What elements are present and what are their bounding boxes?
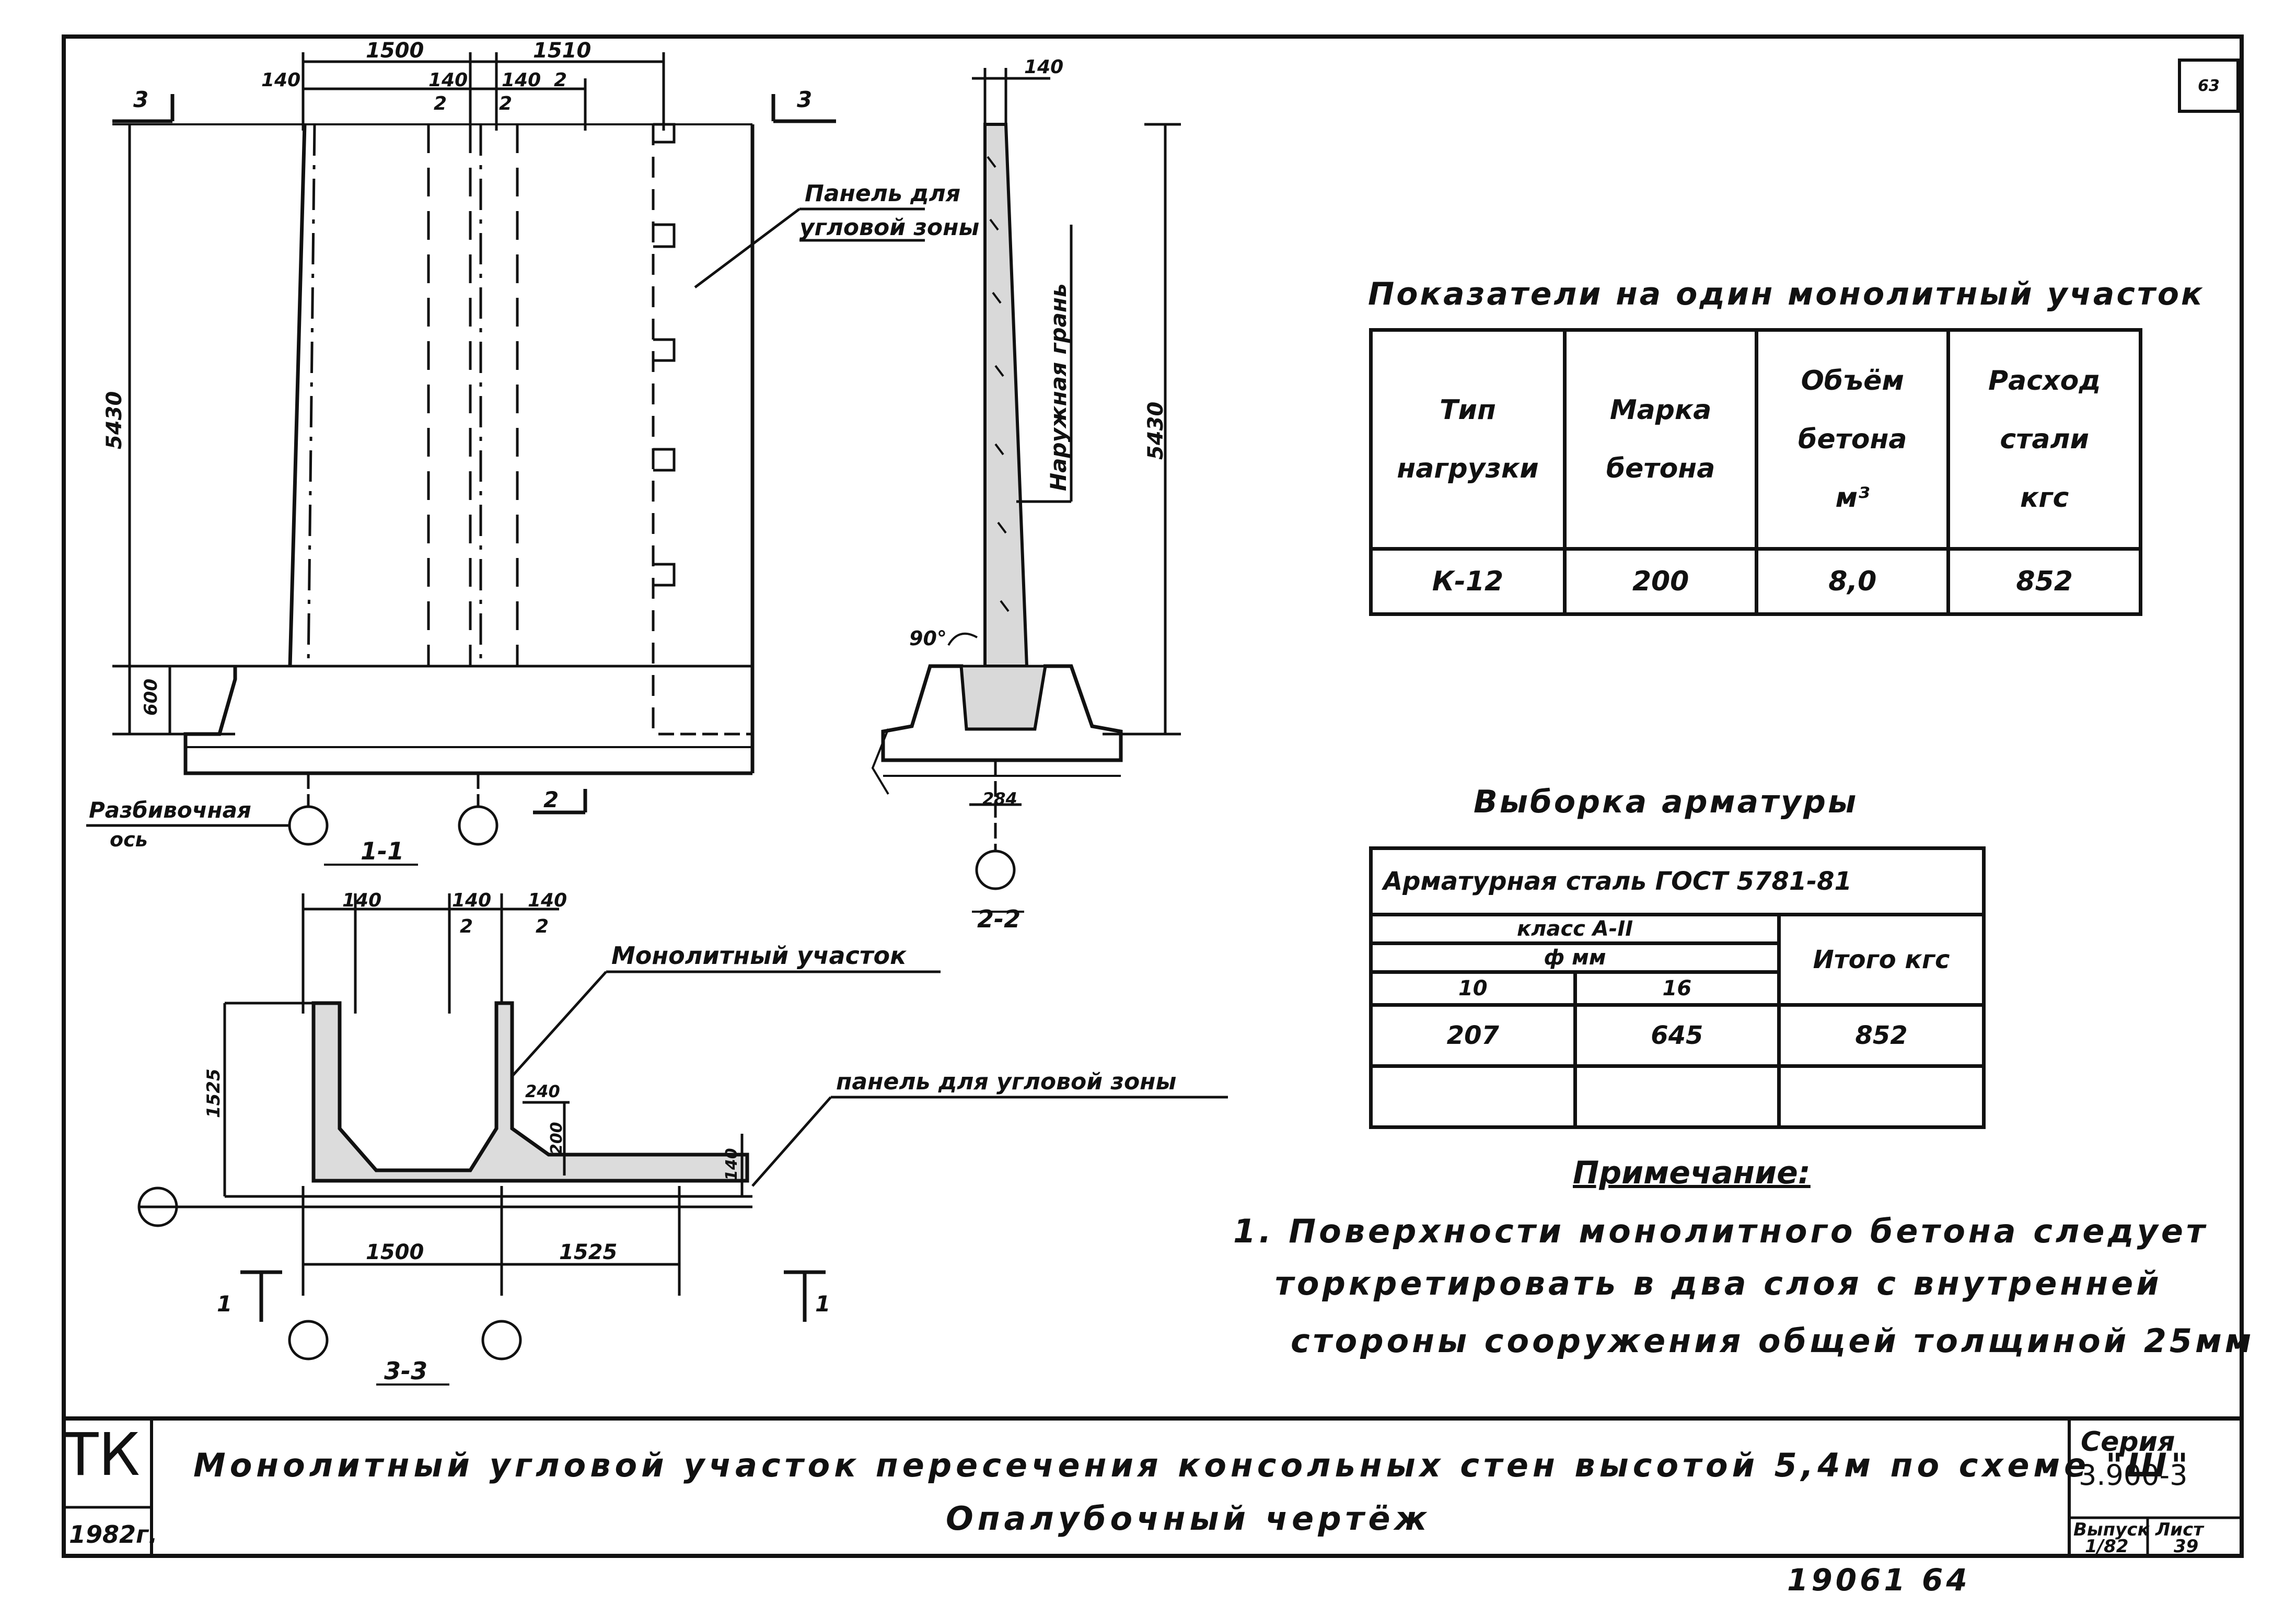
header-load-type: Тип нагрузки	[1369, 328, 1567, 551]
rebar-steel-spec: Арматурная сталь ГОСТ 5781-81	[1369, 846, 1986, 916]
dim-1525-plan: 1525	[559, 1240, 617, 1264]
dim-5430-right: 5430	[1144, 402, 1168, 460]
dim-140-33b: 140	[452, 890, 491, 911]
dim-140-33v: 140	[723, 1148, 741, 1181]
table-row: ф мм	[1369, 941, 1984, 974]
panel-label-full: панель для угловой зоны	[836, 1068, 1176, 1095]
dim-140-b: 140	[428, 69, 468, 91]
indicators-caption: Показатели на один монолитный участок	[1368, 276, 2205, 312]
dim-5430-left: 5430	[102, 391, 126, 449]
drawing-subtitle: Опалубочный чертёж	[946, 1499, 1431, 1538]
page-number: 63	[2178, 59, 2240, 113]
header-concrete-grade: Марка бетона	[1562, 328, 1759, 551]
dim-2-a: 2	[434, 93, 447, 114]
archive-stamp: 19061 64	[1787, 1562, 1970, 1598]
rebar-caption: Выборка арматуры	[1474, 784, 1859, 820]
dim-140-33c: 140	[528, 890, 567, 911]
sheet-label: Лист	[2155, 1519, 2204, 1540]
header-concrete-volume: Объём бетона м³	[1755, 328, 1951, 551]
section-1-1-label: 1-1	[361, 837, 404, 865]
dim-240: 240	[525, 1081, 560, 1101]
dim-2-33b: 2	[536, 916, 549, 937]
issue-label: Выпуск	[2073, 1519, 2150, 1540]
series-value: 3.900-3	[2079, 1459, 2188, 1492]
dim-284: 284	[982, 789, 1017, 809]
dim-140-22: 140	[1024, 56, 1063, 78]
cut-1-right: 1	[815, 1291, 830, 1317]
sheet-frame	[62, 34, 2244, 1558]
dim-200: 200	[548, 1122, 566, 1155]
rebar-total-header: Итого кгс	[1777, 913, 1986, 1007]
indicators-table: Тип нагрузки Марка бетона Объём бетона м…	[1369, 328, 2142, 616]
issue-value: 1/82	[2085, 1536, 2129, 1557]
layout-axis-label-1: Разбивочная	[89, 797, 251, 823]
table-row: К-12 200 8,0 852	[1369, 547, 2142, 616]
rebar-diam-10: 10	[1369, 970, 1577, 1007]
rebar-diameter: ф мм	[1369, 941, 1781, 974]
title-block-code: ТК	[63, 1421, 140, 1489]
indicators-header-row: Тип нагрузки Марка бетона Объём бетона м…	[1369, 328, 2142, 551]
dim-2-33a: 2	[460, 916, 473, 937]
dim-2-b: 2	[499, 93, 512, 114]
cut-1-left: 1	[217, 1291, 232, 1317]
dim-600-left: 600	[141, 679, 161, 716]
table-row: 10 16	[1369, 970, 1984, 1007]
monolith-label: Монолитный участок	[611, 941, 907, 970]
table-row: Арматурная сталь ГОСТ 5781-81	[1369, 846, 1986, 916]
table-row: 207 645 852	[1369, 1003, 1986, 1068]
note-line-2: торкретировать в два слоя с внутренней	[1275, 1264, 2162, 1302]
panel-label-1: Панель для	[805, 180, 960, 207]
dim-140-33a: 140	[342, 890, 381, 911]
rebar-diam-16: 16	[1573, 970, 1781, 1007]
layout-axis-label-2: ось	[110, 828, 148, 851]
section-view-2-2	[871, 68, 1181, 913]
header-steel-consumption: Расход стали кгс	[1946, 328, 2142, 551]
drawing-text: 1500 1510 140 140 140 2 2 2 3 3 5430 600…	[89, 39, 1176, 1385]
drawing-title: Монолитный угловой участок пересечения к…	[193, 1446, 2193, 1484]
value-load-type: К-12	[1369, 547, 1567, 616]
outer-face-label: Наружная грань	[1046, 283, 1071, 491]
dim-2-c: 2	[554, 69, 567, 91]
note-line-1: 1. Поверхности монолитного бетона следуе…	[1233, 1212, 2208, 1250]
rebar-val-16: 645	[1573, 1003, 1781, 1068]
table-row	[1369, 1064, 1986, 1129]
sheet-value: 39	[2174, 1536, 2199, 1557]
cut-3-right: 3	[797, 87, 812, 112]
rebar-table: Арматурная сталь ГОСТ 5781-81 класс А-II…	[1369, 846, 1986, 1129]
dim-1525-v: 1525	[203, 1068, 224, 1118]
series-label: Серия	[2081, 1426, 2175, 1458]
table-row: класс А-II Итого кгс	[1369, 913, 1986, 1007]
value-concrete-volume: 8,0	[1755, 547, 1951, 616]
value-steel-consumption: 852	[1946, 547, 2142, 616]
plan-view-3-3	[137, 893, 1228, 1386]
rebar-val-10: 207	[1369, 1003, 1577, 1068]
dim-140-c: 140	[502, 69, 541, 91]
elevation-view-1-1	[86, 52, 925, 866]
dim-1500-plan: 1500	[366, 1240, 424, 1264]
note-title: Примечание:	[1573, 1155, 1811, 1191]
value-concrete-grade: 200	[1562, 547, 1759, 616]
rebar-val-total: 852	[1777, 1003, 1986, 1068]
dim-1510-top: 1510	[533, 39, 591, 63]
rebar-class: класс А-II	[1369, 913, 1781, 945]
dim-1500-top: 1500	[366, 39, 424, 63]
note-line-3: стороны сооружения общей толщиной 25мм	[1291, 1322, 2255, 1360]
cut-2-label: 2	[543, 787, 559, 812]
dim-140-a: 140	[261, 69, 300, 91]
angle-90-label: 90°	[909, 627, 947, 650]
section-3-3-label: 3-3	[384, 1357, 427, 1385]
panel-label-2: угловой зоны	[799, 214, 979, 241]
cut-3-left: 3	[133, 87, 148, 112]
section-2-2-label: 2-2	[977, 905, 1021, 933]
title-block-year: 1982г.	[69, 1520, 158, 1549]
